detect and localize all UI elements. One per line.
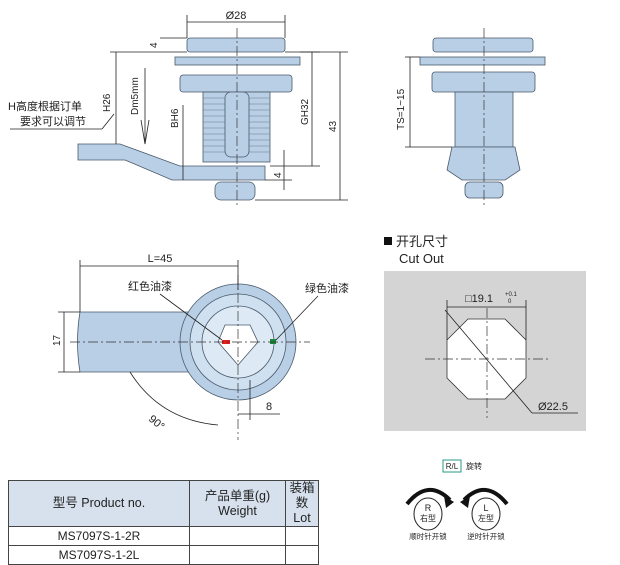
front-view: L=45 17 红色油漆 绿色油漆 90° 8 [52, 253, 349, 440]
header-weight: 产品单重(g)Weight [189, 480, 286, 527]
dim-length: L=45 [148, 253, 173, 265]
nut [179, 74, 293, 93]
height-note-line2: 要求可以调节 [20, 115, 86, 128]
rotation-label: 旋转 [466, 461, 482, 471]
tolerance-lower: 0 [508, 299, 512, 305]
height-note-line1: H高度根据订单 [8, 99, 82, 113]
green-mark [270, 339, 276, 344]
product-no: MS7097S-1-2R [8, 526, 190, 546]
left-desc: 逆时针开锁 [467, 531, 505, 541]
left-type: 左型 [478, 513, 494, 523]
header-product: 型号 Product no. [8, 480, 190, 527]
rotation-legend: R/L 旋转 R 右型 顺时针开锁 L 左型 逆时针开锁 [405, 459, 509, 541]
dim-dm5: Dm5mm [130, 77, 141, 115]
left-letter: L [483, 503, 488, 513]
dim-square-19-1: □19.1 [465, 293, 493, 305]
lock-head [186, 37, 286, 53]
red-mark [222, 340, 230, 344]
dim-diameter-22-5: Ø22.5 [538, 401, 568, 413]
right-letter: R [425, 503, 432, 513]
rl-badge: R/L [446, 462, 459, 471]
dim-bh6: BH6 [170, 108, 181, 128]
dim-gh32: GH32 [300, 98, 311, 125]
tolerance-upper: +0.1 [505, 292, 518, 298]
dim-bottom-4: 4 [273, 172, 284, 178]
dim-8: 8 [266, 401, 272, 413]
cutout-section: 开孔尺寸 Cut Out □19.1 +0.1 0 Ø22.5 [384, 234, 586, 431]
dim-ts: TS=1~15 [396, 88, 407, 130]
dim-diameter: Ø28 [226, 10, 247, 22]
screw [214, 181, 256, 201]
lot [285, 526, 319, 546]
green-paint-label: 绿色油漆 [305, 281, 349, 295]
red-paint-label: 红色油漆 [128, 279, 172, 293]
dim-angle: 90° [146, 413, 166, 433]
cutout-title-cn: 开孔尺寸 [396, 234, 448, 249]
table-row: MS7097S-1-2R [8, 526, 319, 546]
washer [174, 56, 301, 66]
dim-17: 17 [52, 334, 63, 346]
dim-43: 43 [328, 120, 339, 132]
dim-h26: H26 [102, 93, 113, 112]
cutout-title-en: Cut Out [399, 251, 444, 266]
dim-top-4: 4 [149, 42, 160, 48]
side-view: Ø28 4 H26 Dm5mm BH6 GH32 43 4 H高度根据订单 要求… [8, 10, 348, 208]
weight [189, 526, 286, 546]
end-view: TS=1~15 [396, 28, 546, 205]
right-type: 右型 [420, 513, 436, 523]
right-desc: 顺时针开锁 [409, 531, 447, 541]
